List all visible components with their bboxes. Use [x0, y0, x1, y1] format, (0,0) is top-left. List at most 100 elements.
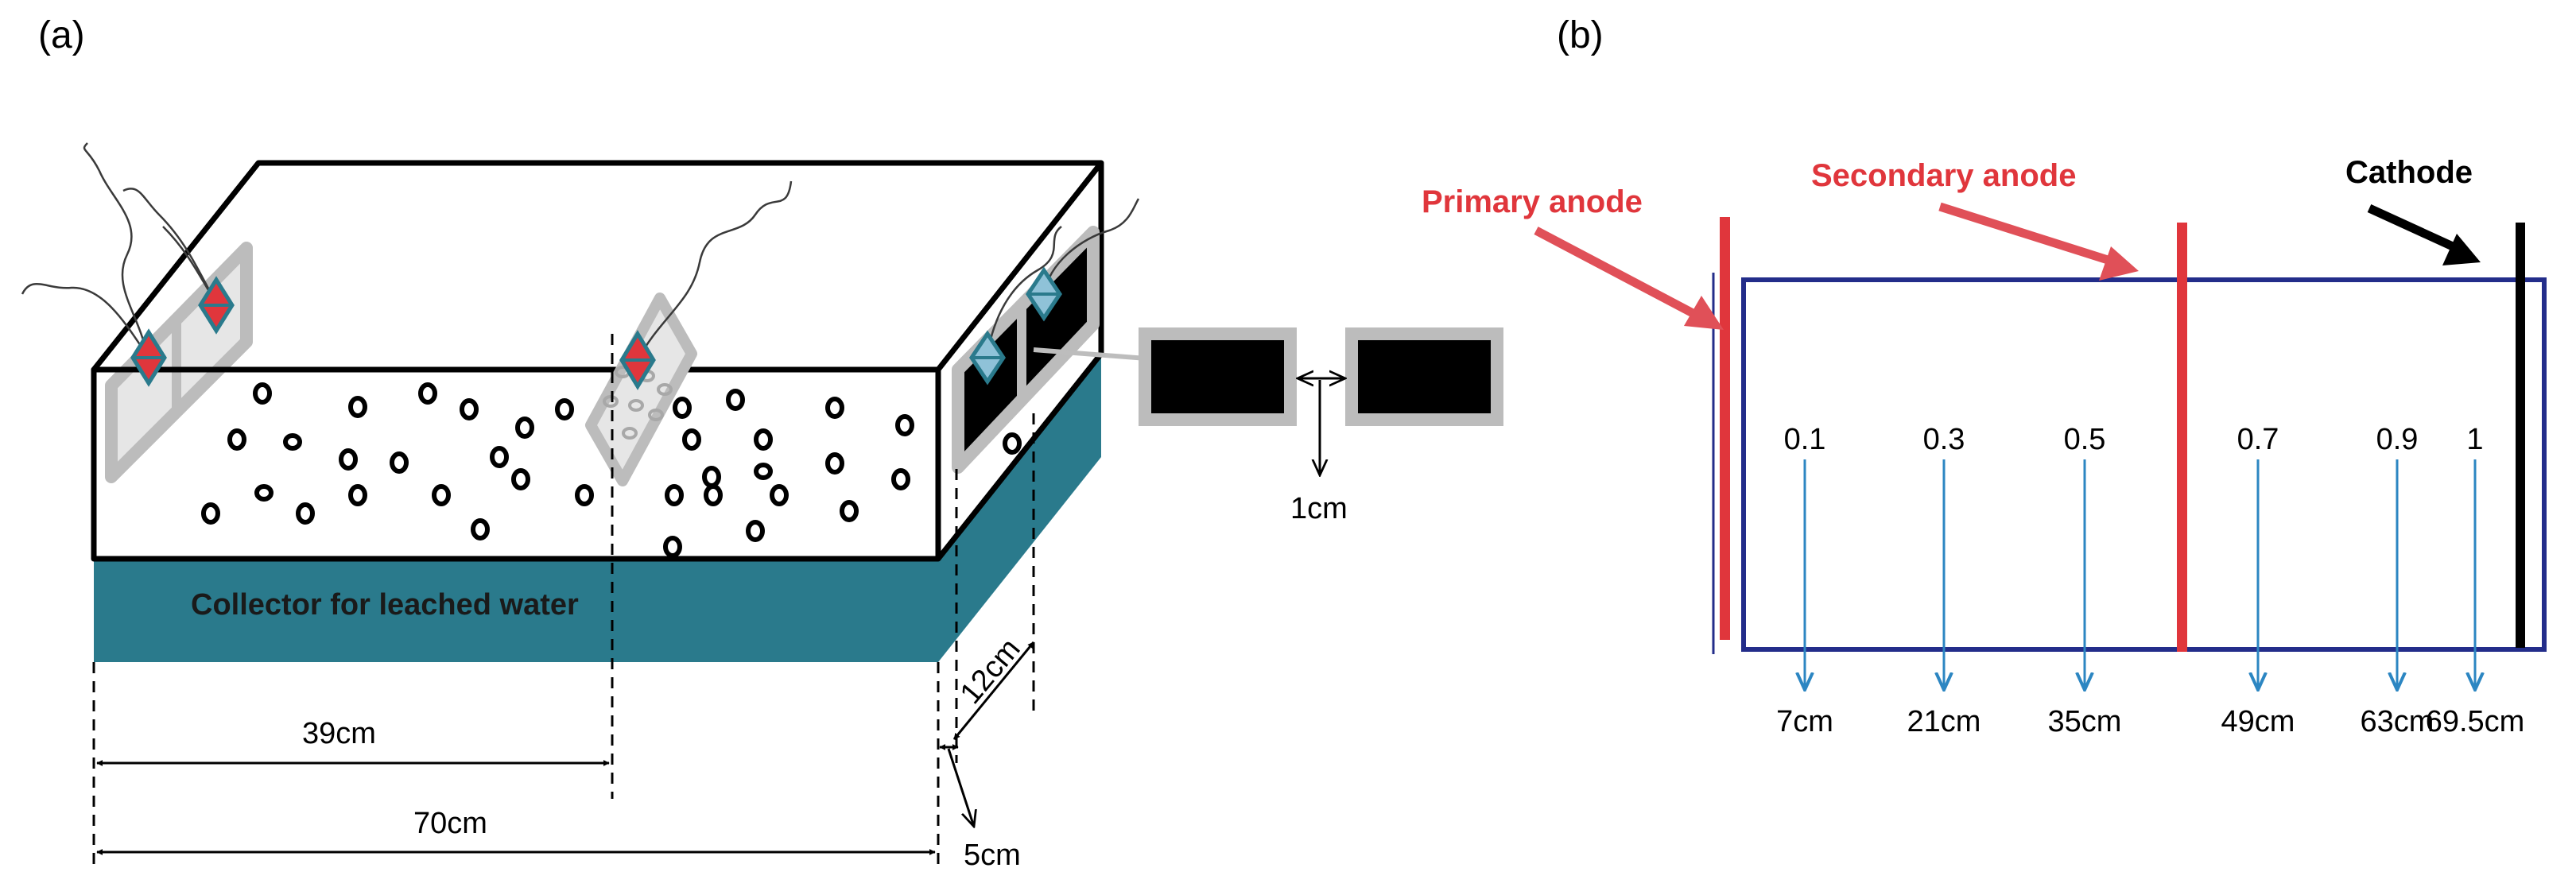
soil-particle: [432, 484, 451, 506]
collector-front: [94, 559, 938, 662]
soil-particle: [682, 428, 701, 451]
soil-particle: [253, 382, 272, 405]
detail-plate: [1345, 327, 1503, 426]
soil-particle: [702, 466, 721, 488]
soil-particle: [515, 417, 534, 439]
normalized-distance-label: 0.3: [1923, 423, 1965, 456]
soil-particle: [895, 414, 914, 436]
primary-anode-bar: [1720, 217, 1730, 640]
distance-label: 69.5cm: [2426, 705, 2525, 738]
sampling-positions: 0.1 7cm 0.3 21cm 0.5 35cm 0.7 49cm 0.9 63cm169.5c…: [1776, 423, 2524, 738]
sampling-position: 0.9 63cm: [2361, 423, 2434, 738]
panel-a-label: (a): [38, 14, 85, 56]
secondary-anode-arrow: [1938, 202, 2124, 269]
soil-particle: [471, 518, 490, 540]
primary-anode-arrowhead: [1684, 296, 1724, 330]
soil-particle: [227, 428, 246, 451]
soil-particle: [511, 468, 530, 490]
cathode-arrow: [2367, 203, 2465, 256]
connectors: [130, 266, 1063, 390]
connector-red: [619, 330, 656, 390]
collector-label: Collector for leached water: [191, 588, 579, 622]
sampling-position: 0.5 35cm: [2048, 423, 2122, 738]
soil-particle: [575, 484, 594, 506]
soil-particle: [704, 484, 723, 506]
soil-particle: [283, 433, 302, 451]
dim-arrow-12: [952, 641, 1035, 740]
cathode-label: Cathode: [2345, 155, 2473, 190]
wire: [636, 180, 793, 361]
left-electrode-panels: [105, 242, 253, 483]
secondary-anode-label: Secondary anode: [1811, 158, 2076, 193]
soil-particle: [754, 428, 773, 451]
wire: [1042, 198, 1140, 295]
soil-particle: [663, 536, 682, 558]
wire: [83, 142, 149, 356]
sampling-position: 0.1 7cm: [1776, 423, 1833, 738]
soil-box: [91, 160, 1104, 562]
soil-particle: [825, 397, 844, 419]
cell-box: [1741, 277, 2547, 652]
perforation: [628, 399, 644, 412]
secondary-anode-arrowhead: [2099, 246, 2139, 281]
collector: Collector for leached water: [94, 354, 1101, 662]
perforation: [657, 383, 673, 396]
normalized-distance-label: 0.5: [2064, 423, 2106, 456]
middle-electrode: [585, 293, 697, 486]
soil-particle: [1003, 432, 1022, 455]
soil-particle: [418, 382, 437, 405]
soil-particle: [754, 463, 773, 480]
panel-b-diagram: Primary anode Secondary anode Cathode 0.…: [1422, 155, 2547, 738]
soil-particle: [891, 468, 910, 490]
normalized-distance-label: 0.9: [2376, 423, 2419, 456]
dim-39-label: 39cm: [302, 717, 376, 750]
soil-particle: [726, 389, 745, 411]
normalized-distance-label: 0.7: [2237, 423, 2279, 456]
soil-particle: [254, 484, 274, 502]
connector-blue: [1025, 266, 1063, 322]
secondary-anode-bar: [2177, 223, 2187, 652]
cathode-bar: [2516, 223, 2525, 648]
soil-particle: [296, 502, 315, 525]
soil-particle: [490, 446, 509, 468]
dim-5-label: 5cm: [964, 839, 1021, 872]
distance-label: 35cm: [2048, 705, 2122, 738]
primary-anode-label: Primary anode: [1422, 184, 1643, 219]
wire: [122, 188, 218, 304]
connector-red: [198, 276, 235, 335]
dim-70-label: 70cm: [413, 807, 487, 840]
soil-particle: [460, 398, 479, 420]
perforation: [603, 395, 619, 408]
soil-particle: [673, 397, 692, 419]
dim-leader-5: [947, 748, 974, 827]
distance-label: 49cm: [2221, 705, 2295, 738]
dim-12-label: 12cm: [954, 633, 1027, 711]
perforation: [622, 427, 638, 440]
sampling-position: 169.5cm: [2426, 423, 2525, 738]
soil-particle: [665, 484, 684, 506]
wire: [21, 283, 149, 356]
soil-particle: [339, 448, 358, 471]
sampling-position: 0.7 49cm: [2221, 423, 2295, 738]
soil-particle: [746, 520, 765, 542]
wire: [986, 226, 1062, 355]
connector-blue: [968, 330, 1007, 386]
perforation: [648, 409, 664, 421]
soil-particle: [555, 398, 574, 420]
primary-anode-arrow: [1534, 227, 1712, 326]
soil-particle: [348, 484, 367, 506]
panel-b-label: (b): [1557, 14, 1604, 56]
soil-particle: [201, 502, 220, 525]
soil-particle: [770, 484, 789, 506]
distance-label: 21cm: [1907, 705, 1981, 738]
box-front-face: [91, 366, 941, 562]
soil-particles: [201, 382, 1022, 558]
electrode-panel: [585, 293, 697, 486]
soil-particle: [348, 396, 367, 418]
distance-label: 7cm: [1776, 705, 1833, 738]
normalized-distance-label: 0.1: [1784, 423, 1826, 456]
sampling-position: 0.3 21cm: [1907, 423, 1981, 738]
distance-label: 63cm: [2361, 705, 2434, 738]
